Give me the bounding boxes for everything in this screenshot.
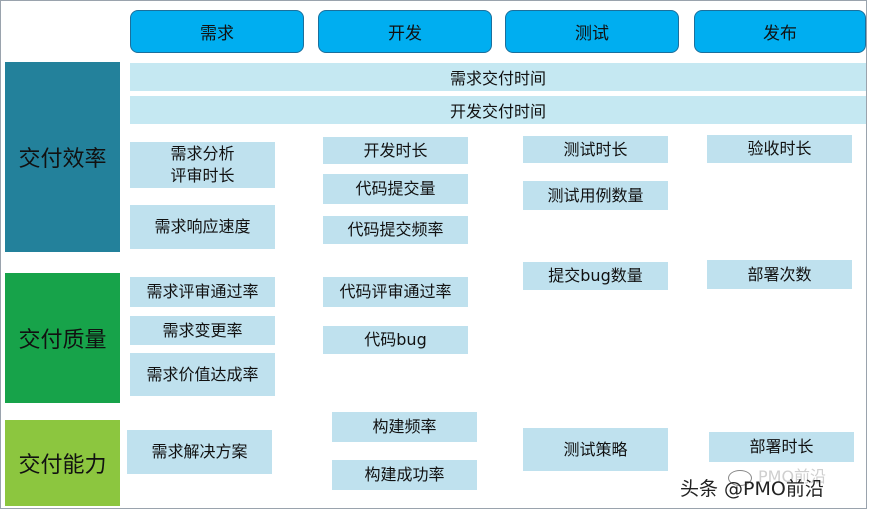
watermark-text: 头条 @PMO前沿 [680,478,824,500]
metric-build-frequency: 构建频率 [332,412,477,442]
category-delivery-capability: 交付能力 [5,420,120,506]
category-delivery-efficiency: 交付效率 [5,62,120,252]
metric-testing-duration: 测试时长 [523,136,668,163]
phase-requirement: 需求 [130,10,304,53]
metric-test-case-count: 测试用例数量 [523,181,668,210]
metric-testing-strategy: 测试策略 [523,428,668,471]
metric-requirement-solution: 需求解决方案 [127,430,272,474]
metric-requirement-value-achievement-rate: 需求价值达成率 [130,353,275,396]
phase-development: 开发 [318,10,492,53]
metric-deployment-count: 部署次数 [707,260,852,289]
metric-requirement-review-pass-rate: 需求评审通过率 [130,277,275,307]
category-delivery-quality: 交付质量 [5,273,120,403]
metric-code-bug: 代码bug [323,326,468,354]
metric-requirement-analysis-review-time: 需求分析 评审时长 [130,142,275,188]
band-requirement-delivery-time: 需求交付时间 [130,63,866,91]
metric-code-commit-count: 代码提交量 [323,174,468,204]
wechat-icon [728,470,752,486]
watermark-faint-text: PMO前沿 [758,467,827,486]
metric-code-commit-frequency: 代码提交频率 [323,216,468,244]
phase-release: 发布 [694,10,866,53]
metric-submitted-bug-count: 提交bug数量 [523,262,668,290]
metric-development-duration: 开发时长 [323,137,468,164]
phase-testing: 测试 [505,10,679,53]
metric-deployment-duration: 部署时长 [709,432,854,462]
metric-requirement-change-rate: 需求变更率 [130,316,275,345]
metric-code-review-pass-rate: 代码评审通过率 [323,277,468,307]
metric-requirement-response-speed: 需求响应速度 [130,205,275,249]
metric-acceptance-duration: 验收时长 [707,135,852,163]
band-development-delivery-time: 开发交付时间 [130,96,866,124]
metric-build-success-rate: 构建成功率 [332,460,477,490]
